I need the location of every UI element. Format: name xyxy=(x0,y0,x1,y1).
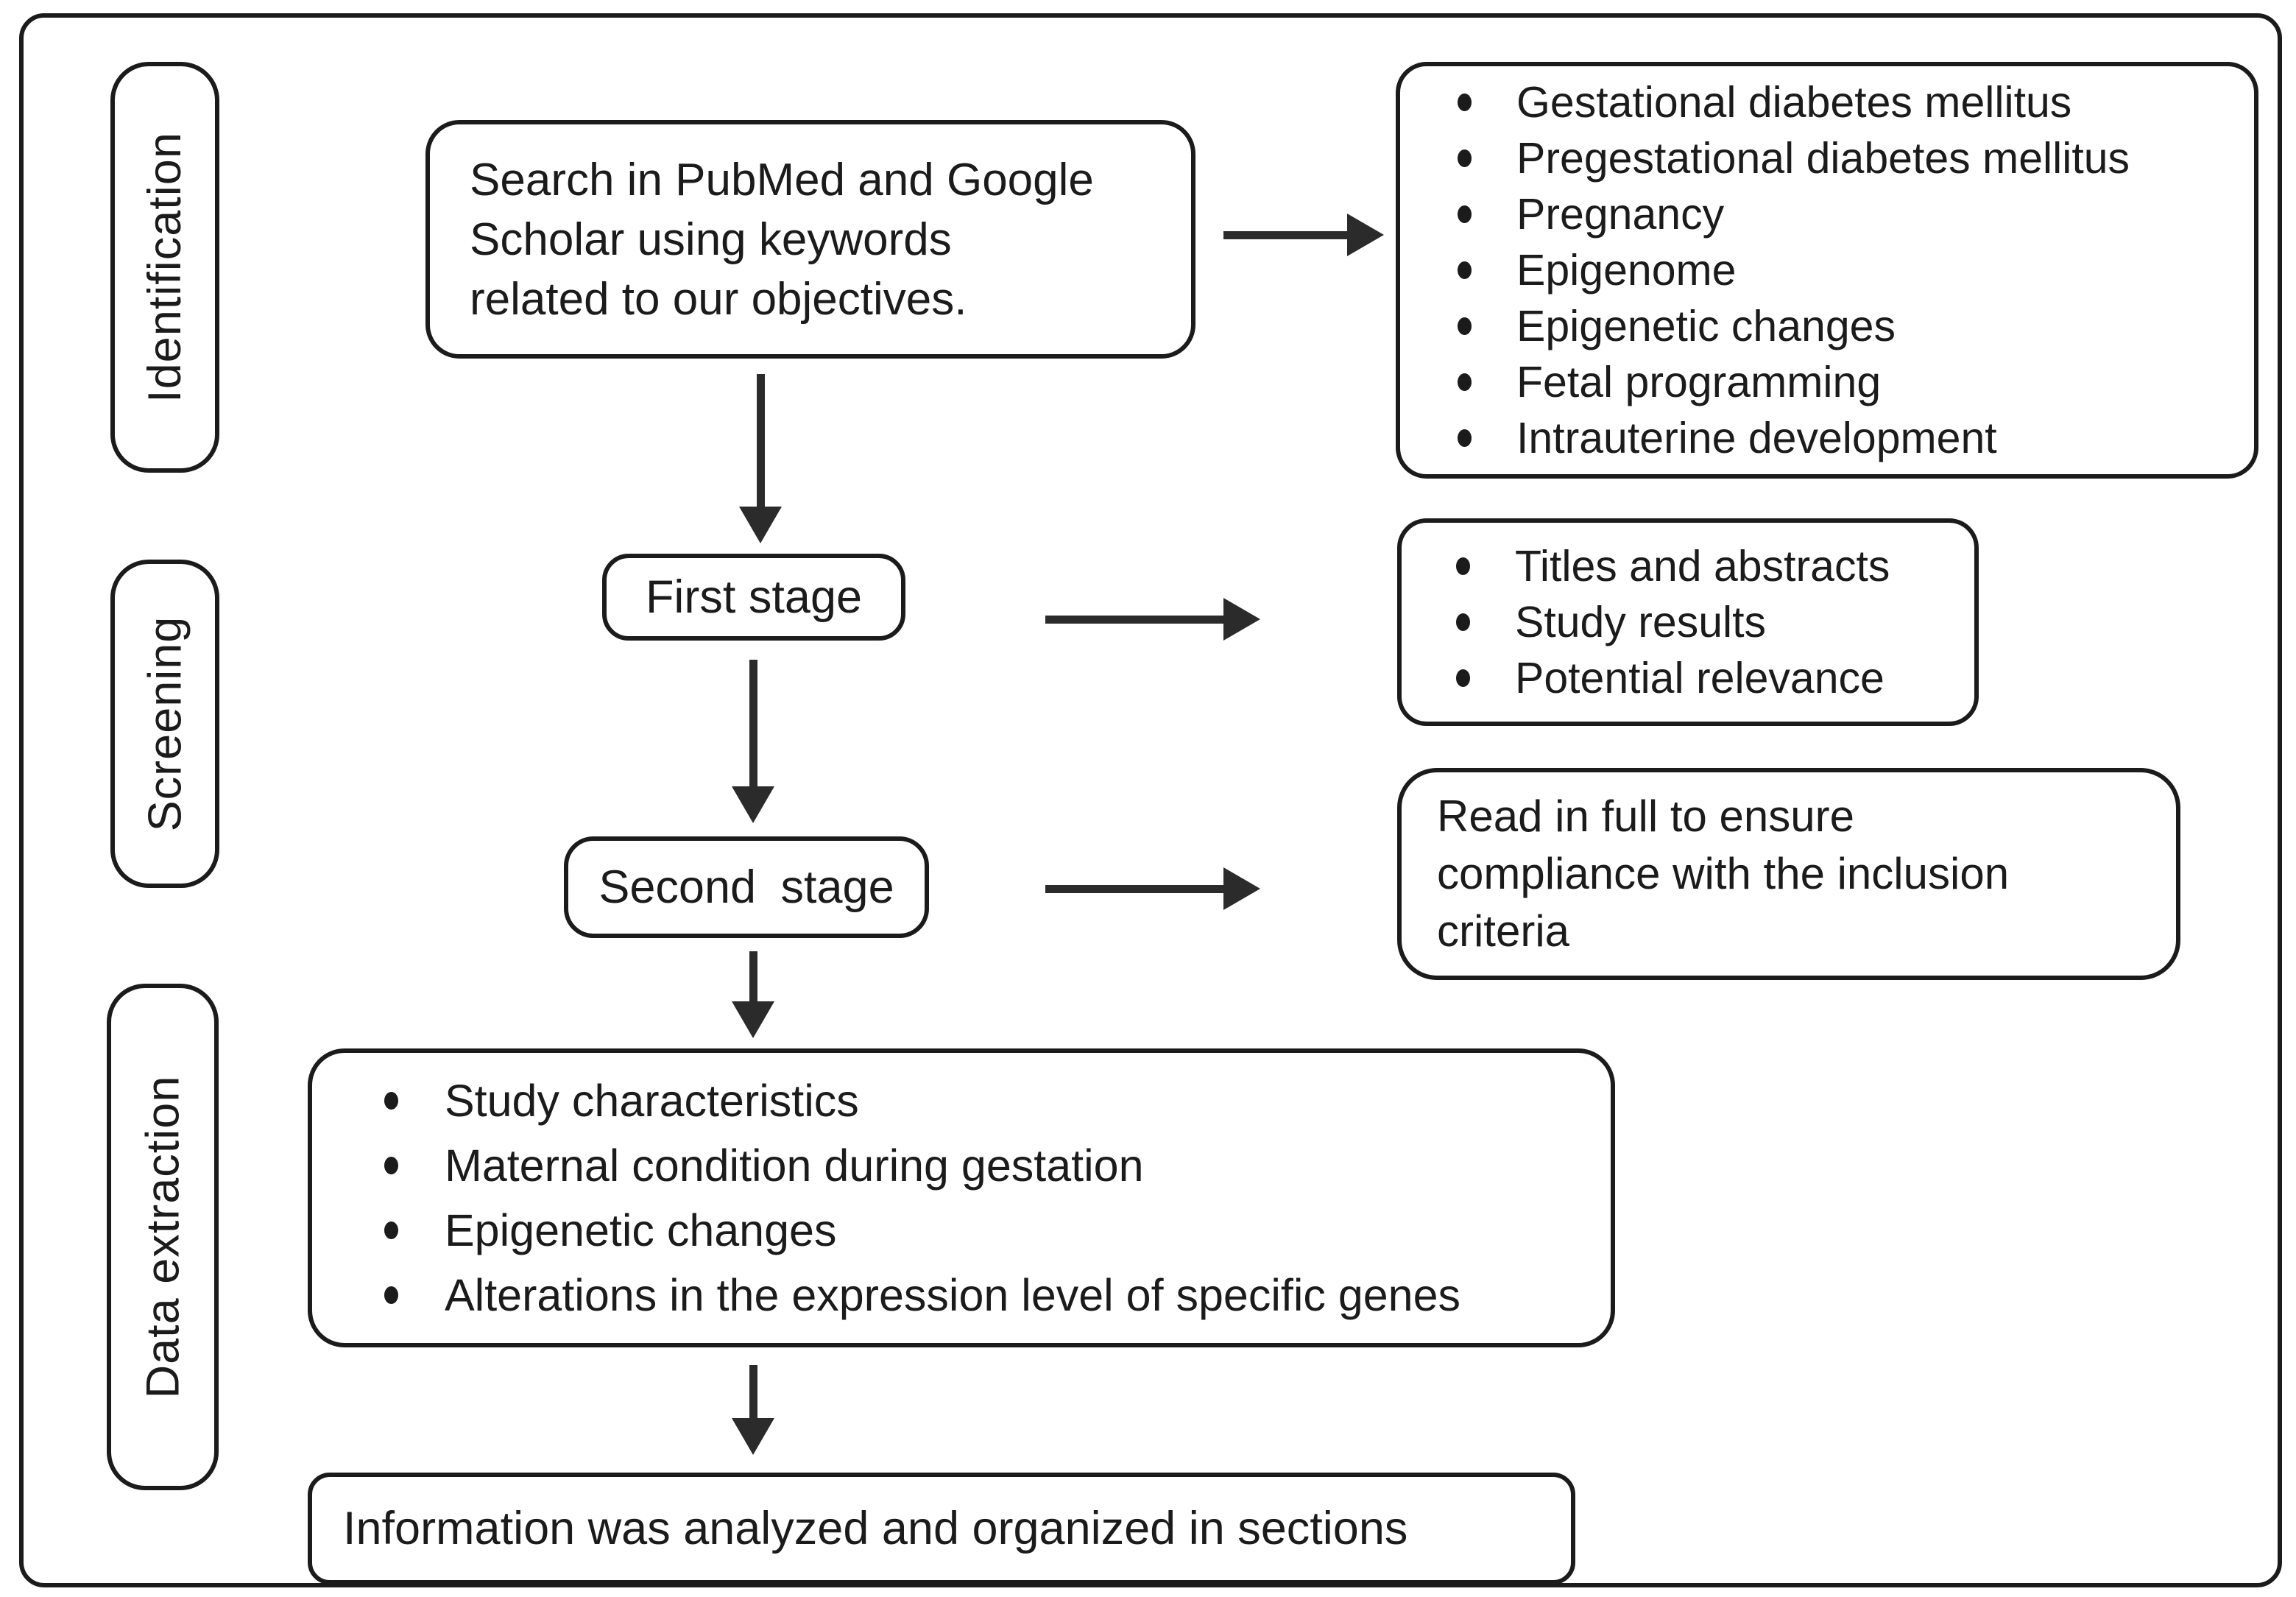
arrow-head-icon xyxy=(1223,598,1260,641)
arrow-search-to-keywords xyxy=(1223,214,1384,256)
arrow-head-icon xyxy=(732,1418,774,1455)
extraction-item: Alterations in the expression level of s… xyxy=(327,1263,1596,1328)
keyword-item: Epigenome xyxy=(1415,242,2239,298)
keyword-item: Gestational diabetes mellitus xyxy=(1415,74,2239,130)
keyword-item: Pregnancy xyxy=(1415,186,2239,242)
full-read-box: Read in full to ensure compliance with t… xyxy=(1397,768,2180,980)
second-stage-box: Second stage xyxy=(564,836,929,938)
arrow-head-icon xyxy=(1223,867,1260,910)
keyword-item: Intrauterine development xyxy=(1415,410,2239,466)
arrow-second-stage-to-extraction xyxy=(732,951,774,1038)
keyword-item: Pregestational diabetes mellitus xyxy=(1415,130,2239,186)
full-read-line-1: Read in full to ensure xyxy=(1437,792,1855,841)
first-stage-box: First stage xyxy=(602,554,905,641)
criteria-item: Study results xyxy=(1413,594,1963,650)
full-read-line-3: criteria xyxy=(1437,906,1570,956)
final-summary-text: Information was analyzed and organized i… xyxy=(343,1503,1408,1554)
criteria-item: Potential relevance xyxy=(1413,650,1963,706)
arrow-head-icon xyxy=(739,507,782,543)
arrow-shaft xyxy=(749,1365,757,1418)
arrow-search-to-first-stage xyxy=(739,374,782,543)
screening-criteria-box: Titles and abstracts Study results Poten… xyxy=(1397,518,1979,726)
extraction-item: Study characteristics xyxy=(327,1068,1596,1133)
extraction-item: Epigenetic changes xyxy=(327,1198,1596,1263)
search-sources-line-2: Scholar using keywords xyxy=(470,214,952,265)
first-stage-label: First stage xyxy=(645,571,863,623)
arrow-shaft xyxy=(1045,615,1223,624)
stage-label-screening: Screening xyxy=(110,560,219,888)
arrow-first-stage-to-criteria xyxy=(1045,598,1260,641)
search-sources-line-3: related to our objectives. xyxy=(470,273,967,325)
final-summary-box: Information was analyzed and organized i… xyxy=(308,1473,1575,1584)
arrow-head-icon xyxy=(1347,214,1384,256)
arrow-head-icon xyxy=(732,1001,774,1038)
screening-criteria-list: Titles and abstracts Study results Poten… xyxy=(1413,538,1963,706)
stage-label-data-extraction-text: Data extraction xyxy=(137,1075,188,1399)
data-extraction-box: Study characteristics Maternal condition… xyxy=(308,1048,1615,1347)
arrow-first-to-second-stage xyxy=(732,660,774,823)
full-read-line-2: compliance with the inclusion xyxy=(1437,849,2010,898)
keyword-item: Fetal programming xyxy=(1415,354,2239,410)
stage-label-identification-text: Identification xyxy=(139,132,191,403)
arrow-extraction-to-final xyxy=(732,1365,774,1455)
search-sources-line-1: Search in PubMed and Google xyxy=(470,154,1094,205)
search-sources-box: Search in PubMed and Google Scholar usin… xyxy=(425,120,1195,359)
keyword-item: Epigenetic changes xyxy=(1415,298,2239,354)
stage-label-screening-text: Screening xyxy=(139,616,191,832)
criteria-item: Titles and abstracts xyxy=(1413,538,1963,594)
arrow-head-icon xyxy=(732,786,774,823)
arrow-shaft xyxy=(1045,884,1223,893)
arrow-shaft xyxy=(756,374,765,507)
keywords-list: Gestational diabetes mellitus Pregestati… xyxy=(1415,74,2239,466)
data-extraction-list: Study characteristics Maternal condition… xyxy=(327,1068,1596,1328)
stage-label-data-extraction: Data extraction xyxy=(107,984,219,1490)
arrow-second-stage-to-full-read xyxy=(1045,867,1260,910)
stage-label-identification: Identification xyxy=(110,62,219,473)
arrow-shaft xyxy=(749,660,757,786)
keywords-box: Gestational diabetes mellitus Pregestati… xyxy=(1396,62,2258,479)
extraction-item: Maternal condition during gestation xyxy=(327,1133,1596,1198)
arrow-shaft xyxy=(1223,230,1347,239)
second-stage-label: Second stage xyxy=(598,861,894,913)
arrow-shaft xyxy=(749,951,757,1001)
